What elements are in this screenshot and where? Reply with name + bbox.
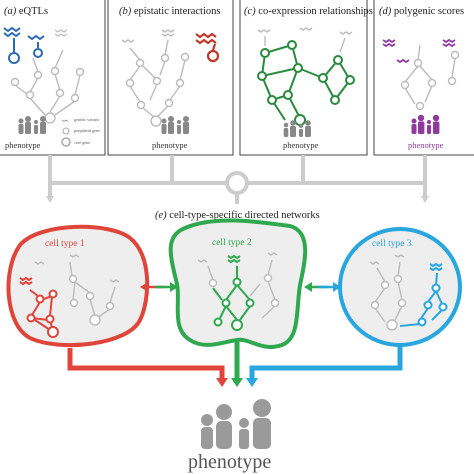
panel-polygenic: (d) polygenic scores phenotype	[373, 0, 474, 156]
epistatic-highlight	[195, 32, 220, 63]
family-icon	[18, 116, 46, 134]
legend: genetic variant peripheral gene core gen…	[61, 117, 100, 147]
panel-eqtls: (a) eQTLs	[0, 0, 106, 156]
cell-type-2: cell type 2	[168, 218, 308, 349]
crosstalk-arrow-2-3	[304, 282, 341, 292]
panel-epistatic: (b) epistatic interactions	[107, 0, 234, 156]
svg-text:peripheral gene: peripheral gene	[74, 128, 100, 133]
family-icon-large	[201, 399, 271, 449]
family-icon	[283, 120, 311, 137]
panel-phenotype-label: phenotype	[152, 140, 188, 150]
panel-title-epistatic: (b) epistatic interactions	[119, 6, 220, 17]
variant-icon	[61, 119, 69, 122]
panel-phenotype-label: phenotype	[283, 140, 319, 150]
svg-text:core gene: core gene	[74, 140, 90, 145]
panel-phenotype-label: phenotype	[408, 140, 444, 150]
eqtl-highlight	[3, 26, 45, 64]
core-gene-icon	[61, 137, 71, 147]
merge-connectors	[48, 155, 427, 204]
family-icon-polygenic	[411, 114, 440, 134]
cell-type-2-network	[212, 254, 255, 331]
cell-type-3-label: cell type 3	[372, 239, 412, 249]
cell-type-2-label: cell type 2	[212, 238, 252, 248]
family-icon	[161, 116, 189, 134]
connector-arrow-right	[421, 196, 429, 203]
networks-title: (e) cell-type-specific directed networks	[155, 210, 320, 221]
panel-title-eqtls: (a) eQTLs	[4, 6, 48, 17]
cell-type-1-network	[19, 276, 59, 338]
coexpression-highlight	[257, 40, 355, 126]
panel-title-polygenic: (d) polygenic scores	[379, 6, 464, 17]
svg-text:genetic variant: genetic variant	[74, 117, 100, 122]
panel-coexpression: (c) co-expression relationships	[239, 0, 373, 156]
crosstalk-arrow-1-2	[140, 282, 178, 292]
panel-phenotype-label: phenotype	[5, 140, 41, 150]
cell-type-1: cell type 1	[6, 224, 150, 348]
peripheral-gene-icon	[62, 127, 70, 135]
panel-title-coexpression: (c) co-expression relationships	[244, 6, 373, 17]
polygenic-variants	[382, 38, 456, 64]
connector-arrow-left	[46, 196, 54, 203]
flows-to-phenotype	[67, 342, 403, 380]
cell-type-1-label: cell type 1	[45, 239, 85, 249]
cell-type-3-network	[399, 262, 448, 327]
final-phenotype-label: phenotype	[188, 451, 271, 473]
cell-type-3: cell type 3	[338, 227, 462, 347]
